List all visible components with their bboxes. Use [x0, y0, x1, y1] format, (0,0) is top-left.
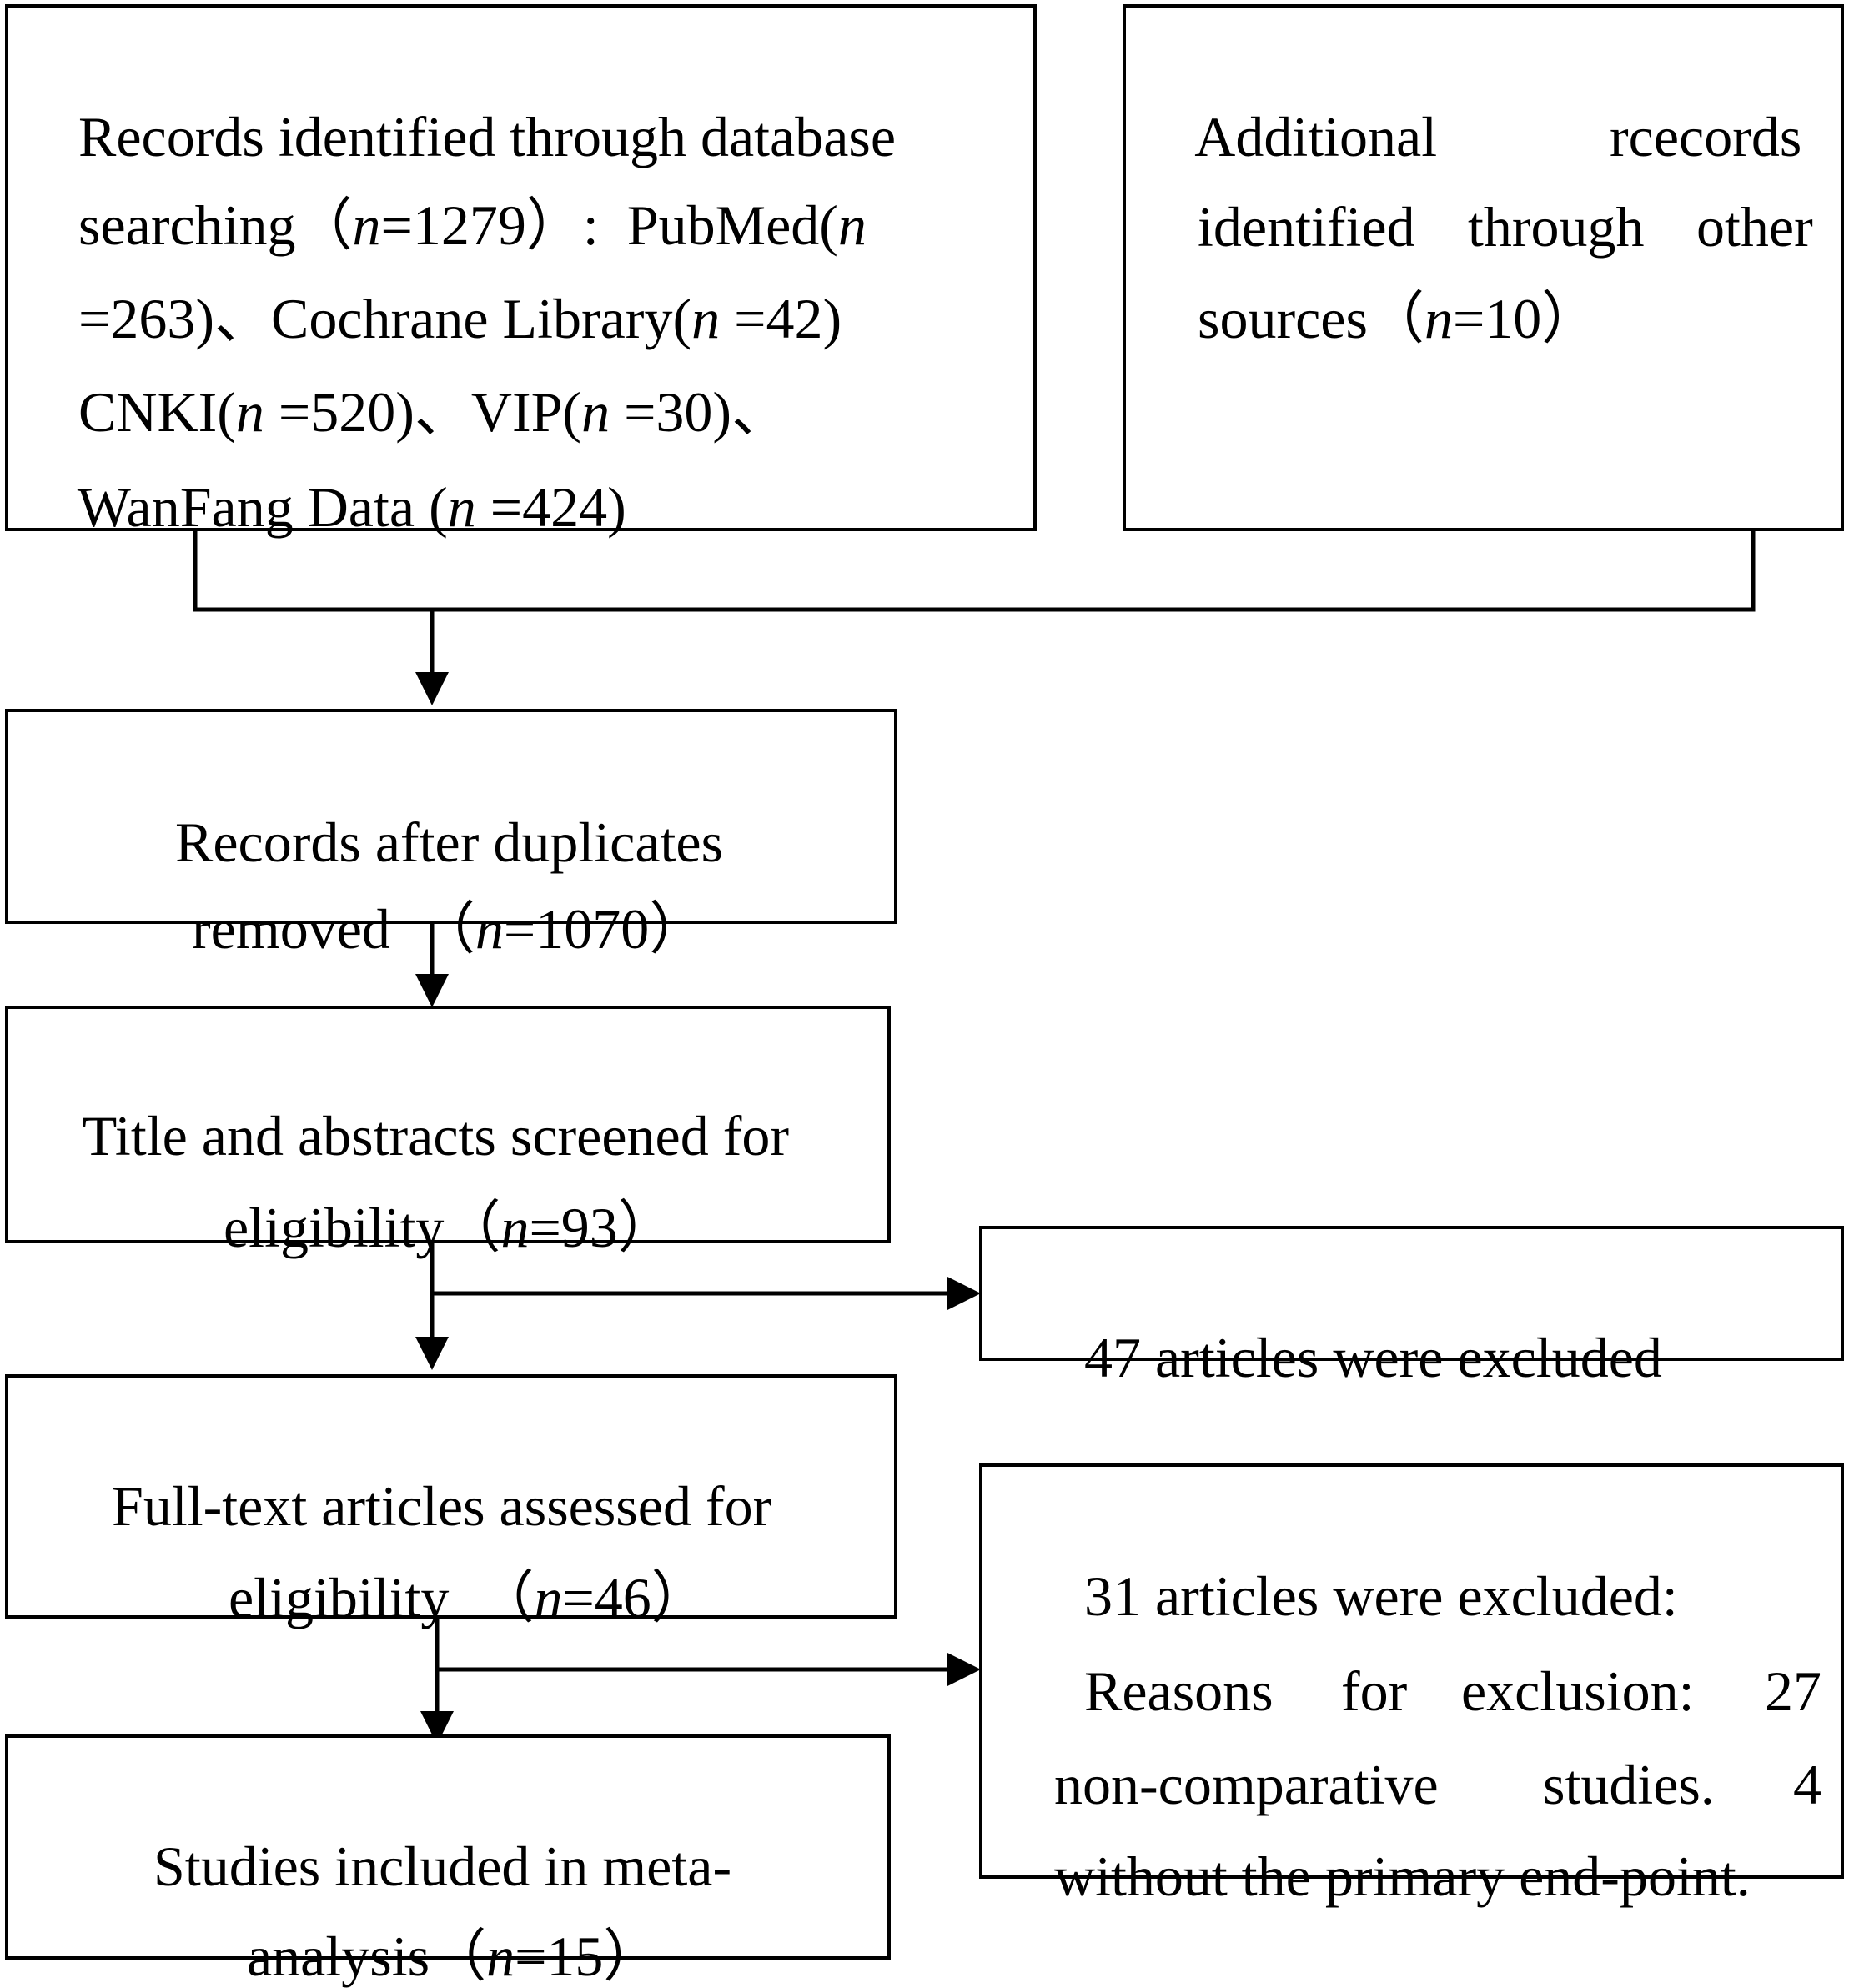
database-search-n-vip: n	[581, 380, 610, 444]
database-search-box	[5, 4, 1037, 531]
arrowhead-to-excluded-47	[947, 1277, 981, 1310]
fulltext-n: n	[534, 1566, 563, 1629]
database-search-n-cnki: n	[235, 380, 264, 444]
other-sources-line-2-col-1: identified	[1169, 142, 1415, 255]
other-sources-line-3: sources（n=10）	[1169, 233, 1598, 347]
other-sources-line-2-col-2: through	[1440, 142, 1645, 255]
screened-line-1: Title and abstracts screened for	[55, 1051, 789, 1164]
database-search-n-cochrane: n	[691, 287, 721, 350]
screened-line-2: eligibility（n=93）	[195, 1142, 675, 1256]
database-search-n-wanfang: n	[447, 475, 476, 539]
excluded-31-line-4-text: without the primary end-point.	[1054, 1845, 1751, 1908]
duplicates-removed-line-2: removed （n=1070）	[163, 844, 706, 957]
other-sources-line-3-c: =10）	[1452, 287, 1599, 350]
fulltext-line-2-c: =46）	[562, 1566, 708, 1629]
fulltext-box	[5, 1374, 897, 1619]
excluded-31-line-3-c: 4	[1793, 1753, 1821, 1816]
arrowhead-to-duplicates	[415, 672, 449, 705]
excluded-47-text: 47 articles were excluded	[1084, 1326, 1662, 1389]
other-sources-line-2-c: other	[1696, 195, 1813, 259]
other-sources-line-1-b: rcecords	[1610, 105, 1802, 168]
excluded-31-line-3-col-1: non-comparative	[1026, 1699, 1439, 1813]
excluded-31-line-1-text: 31 articles were excluded:	[1084, 1564, 1678, 1628]
included-line-1-text: Studies included in meta-	[153, 1835, 732, 1898]
database-search-n-pubmed: n	[837, 193, 867, 257]
other-sources-line-2-a: identified	[1198, 195, 1415, 259]
duplicates-removed-line-1-text: Records after duplicates	[175, 811, 724, 874]
database-search-line-4-c: =520)、VIP(	[264, 380, 582, 444]
database-search-line-4-a: CNKI(	[78, 380, 236, 444]
fulltext-line-2-a: eligibility （	[229, 1566, 535, 1629]
included-line-2-a: analysis（	[247, 1925, 487, 1988]
arrowhead-to-excluded-31	[947, 1653, 981, 1686]
included-box	[5, 1734, 891, 1960]
excluded-31-line-2-a: Reasons	[1084, 1659, 1274, 1723]
database-search-line-2-c: =1279）: PubMed(	[380, 193, 838, 257]
other-sources-line-2-col-3: other	[1668, 142, 1813, 255]
database-search-line-2-a: searching（	[78, 193, 353, 257]
excluded-31-line-2-b: for	[1341, 1659, 1408, 1723]
database-search-line-4: CNKI(n =520)、VIP(n =30)、	[50, 327, 788, 440]
excluded-31-line-2-d: 27	[1765, 1659, 1821, 1723]
fulltext-line-1-text: Full-text articles assessed for	[112, 1474, 772, 1538]
arrowhead-to-screened	[415, 974, 449, 1007]
fulltext-line-1: Full-text articles assessed for	[83, 1421, 771, 1534]
duplicates-removed-line-2-c: =1070）	[503, 897, 706, 961]
database-search-line-4-e: =30)、	[610, 380, 789, 444]
fulltext-line-2: eligibility （n=46）	[200, 1513, 708, 1626]
database-search-line-3: =263)、Cochrane Library(n =42)	[50, 233, 842, 347]
duplicates-removed-box	[5, 709, 897, 924]
excluded-31-line-2-c: exclusion:	[1461, 1659, 1695, 1723]
screened-line-2-c: =93）	[529, 1196, 675, 1259]
excluded-31-line-2-col-3: exclusion:	[1433, 1606, 1695, 1719]
merge-connector	[193, 531, 1756, 612]
other-sources-box	[1123, 4, 1844, 531]
database-search-line-3-c: =42)	[720, 287, 842, 350]
screened-line-1-text: Title and abstracts screened for	[82, 1104, 789, 1167]
database-search-line-2: searching（n=1279）: PubMed(n	[50, 140, 867, 254]
other-sources-line-1-a: Additional	[1194, 105, 1438, 168]
screened-box	[5, 1006, 891, 1243]
database-search-n-total: n	[352, 193, 381, 257]
excluded-31-line-1: 31 articles were excluded:	[1056, 1511, 1678, 1624]
database-search-line-5-a: WanFang Data (	[77, 475, 448, 539]
excluded-47-box	[979, 1226, 1844, 1361]
excluded-31-line-4: without the primary end-point.	[1026, 1791, 1751, 1905]
included-line-1: Studies included in meta-	[125, 1781, 731, 1895]
included-line-2: analysis（n=15）	[219, 1871, 660, 1985]
arrowhead-to-included	[420, 1711, 454, 1745]
excluded-31-line-3-b: studies.	[1543, 1753, 1715, 1816]
excluded-31-line-2-col-2: for	[1313, 1606, 1407, 1719]
other-sources-n: n	[1424, 287, 1453, 350]
excluded-31-line-2-col-1: Reasons	[1056, 1606, 1274, 1719]
database-search-line-3-a: =263)、Cochrane Library(	[78, 287, 692, 350]
other-sources-line-2-b: through	[1468, 195, 1645, 259]
screened-line-2-a: eligibility（	[224, 1196, 501, 1259]
other-sources-line-1-right: rcecords	[1581, 52, 1801, 165]
included-line-2-c: =15）	[515, 1925, 661, 1988]
other-sources-line-1: Additional	[1169, 52, 1437, 165]
excluded-31-line-2-col-4: 27	[1736, 1606, 1821, 1719]
arrowhead-to-fulltext	[415, 1337, 449, 1370]
database-search-line-5: WanFang Data (n =424)	[50, 422, 626, 535]
database-search-line-5-c: =424)	[475, 475, 626, 539]
excluded-31-line-3-a: non-comparative	[1054, 1753, 1439, 1816]
excluded-31-line-3-col-2: studies.	[1515, 1699, 1715, 1813]
included-n: n	[486, 1925, 515, 1988]
duplicates-removed-line-1: Records after duplicates	[147, 757, 723, 871]
database-search-line-1-text: Records identified through database	[78, 105, 897, 168]
excluded-31-line-3-col-3: 4	[1765, 1699, 1821, 1813]
other-sources-line-3-a: sources（	[1198, 287, 1424, 350]
duplicates-removed-line-2-a: removed （	[192, 897, 475, 961]
database-search-line-1: Records identified through database	[50, 52, 896, 165]
excluded-31-box	[979, 1463, 1844, 1879]
screened-n: n	[500, 1196, 530, 1259]
duplicates-removed-n: n	[475, 897, 504, 961]
excluded-47-line-1: 47 articles were excluded	[1056, 1273, 1662, 1386]
